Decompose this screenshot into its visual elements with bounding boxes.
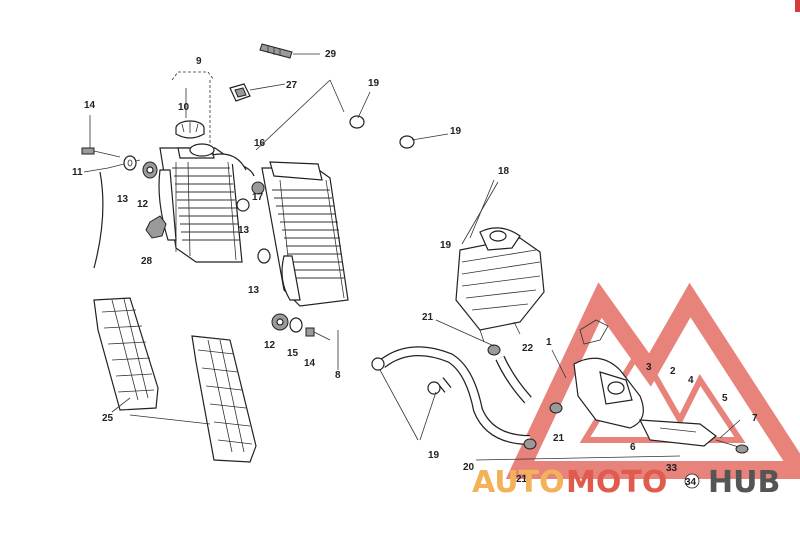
cylinder-head <box>455 227 545 343</box>
label-1: 1 <box>546 337 552 348</box>
label-19a: 19 <box>368 78 380 89</box>
label-3: 3 <box>646 362 652 373</box>
label-19c: 19 <box>440 240 452 251</box>
label-18: 18 <box>498 166 510 177</box>
part-18-upper-hose <box>357 127 504 223</box>
label-9: 9 <box>196 56 202 67</box>
part-19-clamp-upper <box>349 115 415 149</box>
part-19-clamps-lower <box>371 357 441 395</box>
leader-lines <box>255 79 741 461</box>
part-11-hose-left <box>83 159 141 269</box>
watermark-auto: AUTO <box>472 465 565 500</box>
part-21-clamps <box>487 344 563 450</box>
part-29-hose-clip <box>259 43 320 59</box>
label-14a: 14 <box>84 100 96 111</box>
label-25: 25 <box>102 413 114 424</box>
watermark-logo <box>505 282 800 479</box>
label-16: 16 <box>254 138 266 149</box>
label-5: 5 <box>722 393 728 404</box>
label-21c: 21 <box>516 474 528 485</box>
label-4: 4 <box>688 375 694 386</box>
part-17-fitting <box>251 181 265 195</box>
label-34: 34 <box>685 477 697 488</box>
label-33: 33 <box>666 463 678 474</box>
label-22: 22 <box>522 343 534 354</box>
part-20-lower-hose <box>378 346 531 445</box>
part-14-bolt-right <box>305 327 331 341</box>
watermark-hub: HUB <box>708 465 780 500</box>
label-8: 8 <box>335 370 341 381</box>
part-16-small-hose <box>211 153 247 171</box>
label-7: 7 <box>752 413 758 424</box>
label-20: 20 <box>463 462 475 473</box>
water-pump-assembly <box>573 319 749 454</box>
part-22-short-hose <box>495 355 532 404</box>
part-25-grille-right <box>191 335 257 463</box>
radiator-right <box>261 161 349 307</box>
label-21a: 21 <box>422 312 434 323</box>
label-29: 29 <box>325 49 337 60</box>
part-labels: 9 10 14 11 13 12 28 13 16 17 13 12 15 14… <box>72 49 758 489</box>
part-28-nut <box>145 215 167 239</box>
part-25-grille-left <box>93 297 159 411</box>
label-6: 6 <box>630 442 636 453</box>
label-21b: 21 <box>553 433 565 444</box>
part-27-cap-seal <box>229 83 286 102</box>
part-12-grommet-b <box>271 313 289 331</box>
label-17: 17 <box>252 192 264 203</box>
label-13b: 13 <box>238 225 250 236</box>
label-19b: 19 <box>450 126 462 137</box>
part-10-radiator-cap <box>171 71 215 150</box>
label-11: 11 <box>72 167 83 178</box>
radiator-left <box>158 143 255 263</box>
corner-accent <box>795 0 800 12</box>
watermark-moto: MOTO <box>566 465 667 500</box>
watermark-text: AUTO MOTO HUB <box>472 465 780 500</box>
part-12-grommet-a <box>142 161 158 179</box>
label-27: 27 <box>286 80 298 91</box>
label-14b: 14 <box>304 358 316 369</box>
part-13-washer-a <box>123 155 137 171</box>
label-19d: 19 <box>428 450 440 461</box>
label-10: 10 <box>178 102 190 113</box>
part-13-washer-b <box>236 198 250 212</box>
label-13c: 13 <box>248 285 260 296</box>
part-14-bolt-left <box>81 115 121 158</box>
part-15-washer <box>289 317 303 333</box>
part-13-washer-c <box>257 248 271 264</box>
label-12a: 12 <box>137 199 149 210</box>
label-15: 15 <box>287 348 299 359</box>
label-13a: 13 <box>117 194 129 205</box>
label-2: 2 <box>670 366 676 377</box>
label-28: 28 <box>141 256 153 267</box>
label-12b: 12 <box>264 340 276 351</box>
